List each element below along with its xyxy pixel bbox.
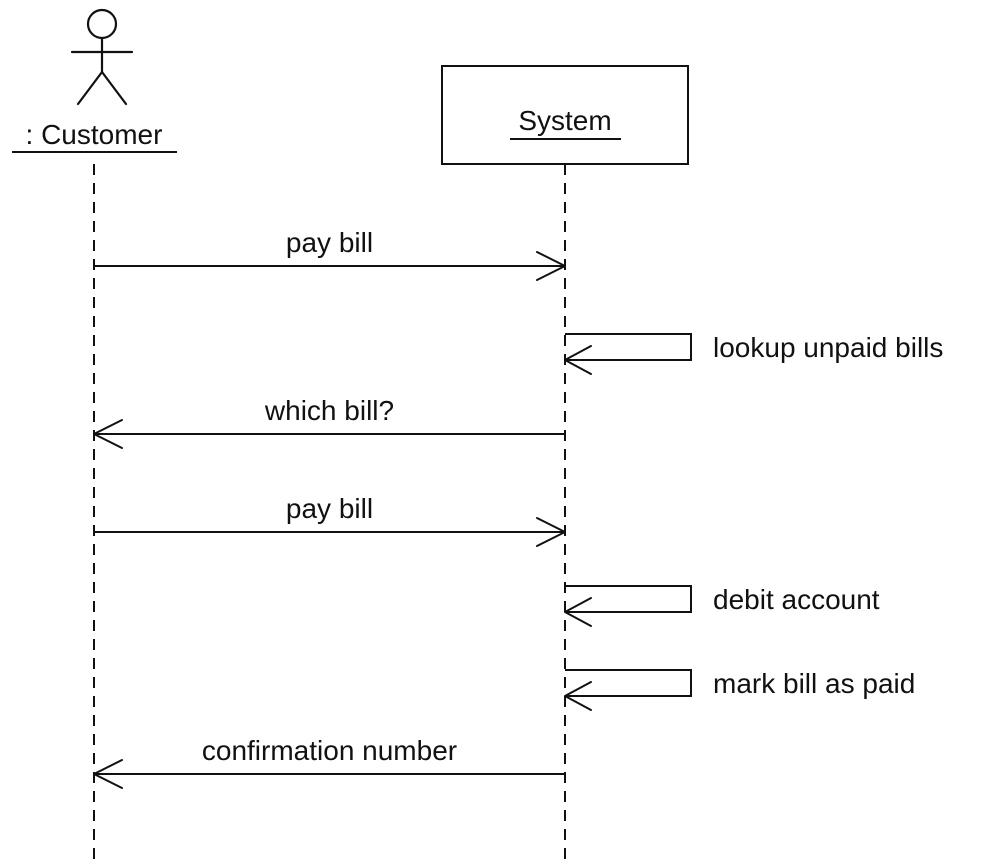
message-label: confirmation number: [202, 735, 457, 766]
message-label: debit account: [713, 584, 880, 615]
message-label: which bill?: [264, 395, 394, 426]
system-box: [441, 65, 689, 165]
message-7: confirmation number: [93, 735, 565, 789]
message-5: debit account: [564, 584, 880, 627]
message-2: lookup unpaid bills: [564, 332, 943, 375]
arrow-head-icon: [536, 251, 566, 281]
arrow-head-icon: [536, 517, 566, 547]
self-message-line: [565, 333, 692, 361]
message-4: pay bill: [94, 493, 566, 547]
message-label: lookup unpaid bills: [713, 332, 943, 363]
self-message-line: [565, 669, 692, 697]
self-message-line: [565, 585, 692, 613]
message-label: pay bill: [286, 227, 373, 258]
message-3: which bill?: [93, 395, 565, 449]
message-label: pay bill: [286, 493, 373, 524]
arrow-head-icon: [564, 597, 592, 627]
arrow-head-icon: [93, 419, 123, 449]
message-6: mark bill as paid: [564, 668, 915, 711]
customer-actor-icon: [70, 8, 134, 106]
arrow-head-icon: [564, 345, 592, 375]
arrow-head-icon: [93, 759, 123, 789]
messages: pay bill lookup unpaid bills which bill? pa…: [93, 227, 943, 789]
customer-label: : Customer: [26, 119, 163, 150]
system-label: System: [518, 105, 611, 136]
message-1: pay bill: [94, 227, 566, 281]
arrow-head-icon: [564, 681, 592, 711]
message-label: mark bill as paid: [713, 668, 915, 699]
